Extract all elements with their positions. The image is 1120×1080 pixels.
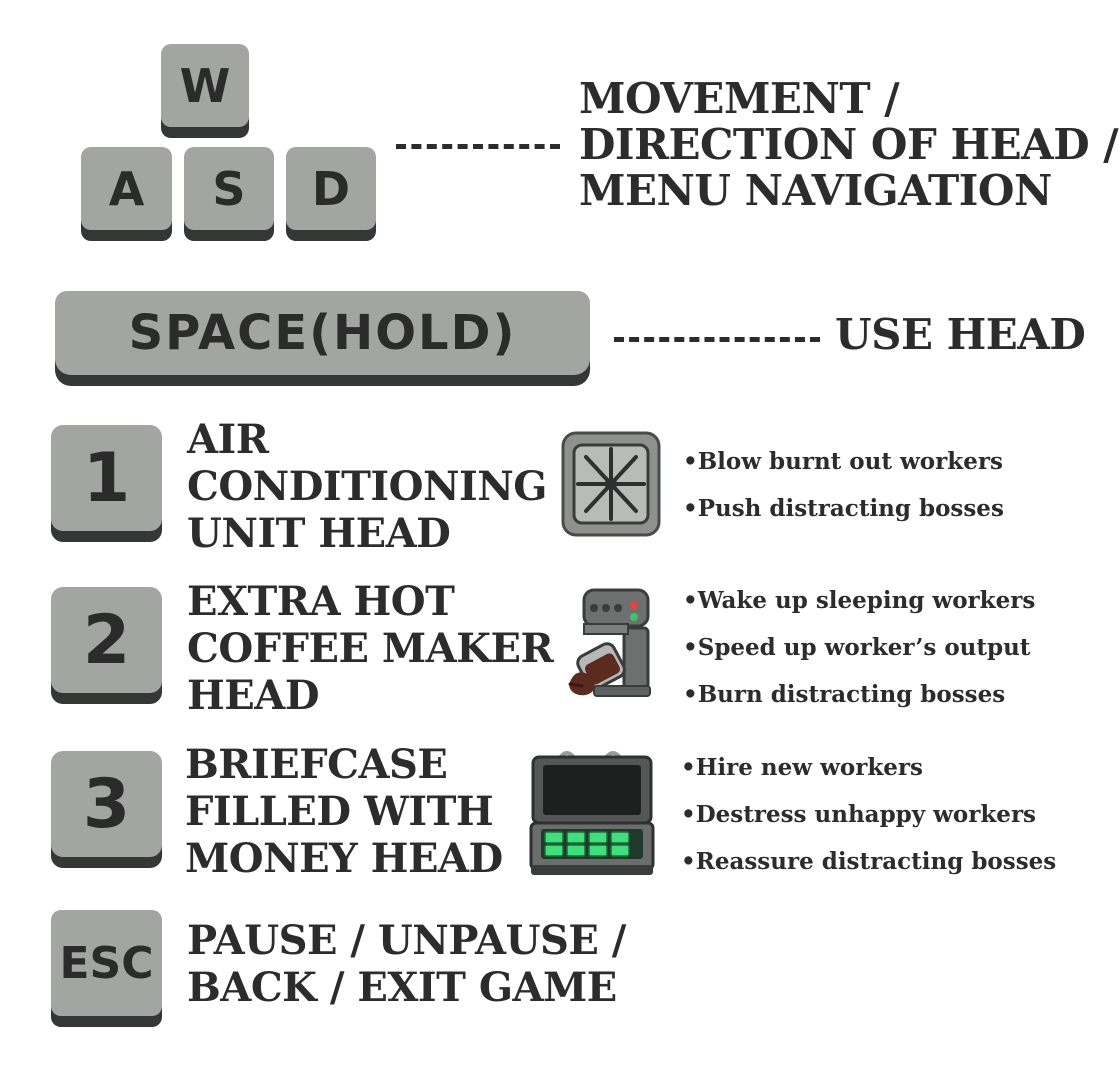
head-1-title-line: UNIT HEAD xyxy=(187,510,451,557)
head-3-abilities: Hire new workers Destress unhappy worker… xyxy=(681,744,1057,885)
key-3: 3 xyxy=(51,751,162,857)
air-conditioner-icon xyxy=(561,431,661,537)
head-1-title-line: CONDITIONING xyxy=(187,463,547,510)
ability-item: Wake up sleeping workers xyxy=(683,577,1036,624)
head-1-title: AIR CONDITIONING UNIT HEAD xyxy=(187,416,547,557)
money-briefcase-icon xyxy=(529,751,655,875)
head-3-title-line: BRIEFCASE xyxy=(185,741,448,788)
head-2-title-line: EXTRA HOT xyxy=(187,578,455,625)
key-2: 2 xyxy=(51,587,162,693)
space-connector-line xyxy=(614,337,820,342)
head-2-title-line: COFFEE MAKER xyxy=(187,625,554,672)
key-w: W xyxy=(161,44,249,127)
space-action-label: USE HEAD xyxy=(835,310,1086,359)
esc-description-line-2: BACK / EXIT GAME xyxy=(187,964,617,1011)
wasd-description: MOVEMENT / DIRECTION OF HEAD / MENU NAVI… xyxy=(579,74,1119,215)
wasd-description-line-3: MENU NAVIGATION xyxy=(579,166,1052,215)
wasd-connector-line xyxy=(396,144,560,149)
ability-item: Push distracting bosses xyxy=(683,485,1004,532)
ability-item: Reassure distracting bosses xyxy=(681,838,1057,885)
ability-item: Burn distracting bosses xyxy=(683,671,1035,718)
key-s: S xyxy=(184,147,274,230)
ability-item: Hire new workers xyxy=(681,744,1056,791)
ability-item: Speed up worker’s output xyxy=(683,624,1035,671)
ability-item: Destress unhappy workers xyxy=(681,791,1056,838)
key-a: A xyxy=(81,147,172,230)
key-1: 1 xyxy=(51,425,162,531)
key-space: SPACE(HOLD) xyxy=(55,291,590,375)
head-3-title-line: MONEY HEAD xyxy=(185,835,503,882)
coffee-maker-icon xyxy=(568,588,651,697)
head-1-title-line: AIR xyxy=(187,416,269,463)
head-2-abilities: Wake up sleeping workers Speed up worker… xyxy=(683,577,1036,718)
head-2-title: EXTRA HOT COFFEE MAKER HEAD xyxy=(187,578,554,719)
esc-description: PAUSE / UNPAUSE / BACK / EXIT GAME xyxy=(187,917,626,1011)
key-esc: ESC xyxy=(51,910,162,1016)
esc-description-line-1: PAUSE / UNPAUSE / xyxy=(187,917,626,964)
head-3-title-line: FILLED WITH xyxy=(185,788,494,835)
key-d: D xyxy=(286,147,376,230)
ability-item: Blow burnt out workers xyxy=(683,438,1004,485)
head-2-title-line: HEAD xyxy=(187,672,320,719)
wasd-description-line-1: MOVEMENT / xyxy=(579,74,900,123)
wasd-description-line-2: DIRECTION OF HEAD / xyxy=(579,120,1119,169)
head-1-abilities: Blow burnt out workers Push distracting … xyxy=(683,438,1004,532)
head-3-title: BRIEFCASE FILLED WITH MONEY HEAD xyxy=(185,741,503,882)
